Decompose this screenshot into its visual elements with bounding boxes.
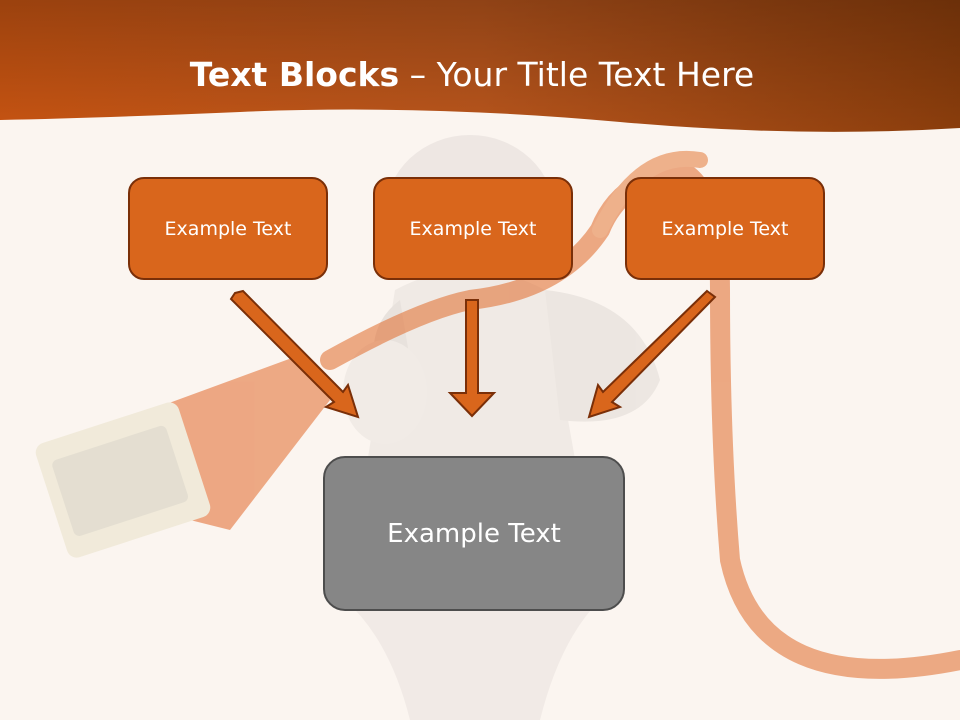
result-block[interactable]: Example Text	[323, 456, 625, 611]
text-block-center[interactable]: Example Text	[373, 177, 573, 280]
text-block-right[interactable]: Example Text	[625, 177, 825, 280]
slide-title: Text Blocks – Your Title Text Here	[0, 52, 944, 98]
text-block-left-label: Example Text	[164, 217, 292, 240]
result-block-label: Example Text	[387, 518, 561, 549]
text-block-right-label: Example Text	[661, 217, 789, 240]
title-rest: – Your Title Text Here	[399, 55, 755, 94]
text-block-center-label: Example Text	[409, 217, 537, 240]
title-bold: Text Blocks	[189, 55, 400, 94]
arrow-center	[447, 299, 497, 418]
rj45-connector	[35, 355, 330, 558]
arrow-right	[587, 289, 717, 419]
arrow-left	[229, 289, 360, 419]
text-block-left[interactable]: Example Text	[128, 177, 328, 280]
